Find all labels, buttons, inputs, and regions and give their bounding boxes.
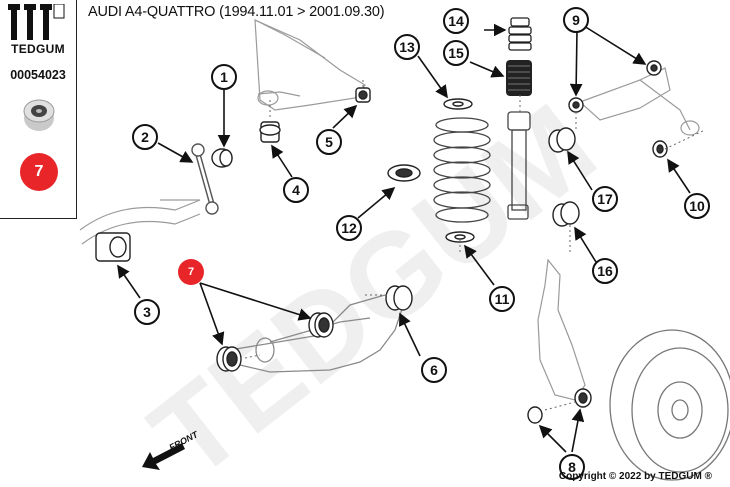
bushing-icon — [23, 99, 55, 131]
callout-1[interactable]: 1 — [211, 64, 237, 90]
lower-arm-sketch — [228, 294, 406, 373]
callout-3[interactable]: 3 — [134, 299, 160, 325]
callout-16[interactable]: 16 — [592, 258, 618, 284]
callout-13[interactable]: 13 — [394, 34, 420, 60]
callout-10[interactable]: 10 — [684, 193, 710, 219]
brand-name: TEDGUM — [11, 42, 65, 56]
callout-9[interactable]: 9 — [563, 7, 589, 33]
upper-arm-sketch — [254, 19, 366, 111]
callout-5[interactable]: 5 — [316, 129, 342, 155]
callout-6[interactable]: 6 — [421, 357, 447, 383]
dust-boot-drawing — [506, 60, 532, 96]
callout-14[interactable]: 14 — [443, 8, 469, 34]
steering-knuckle-sketch — [537, 258, 586, 401]
part-number: 00054023 — [10, 68, 66, 82]
leader-lines — [117, 23, 691, 453]
front-arrow-icon — [142, 443, 185, 470]
tedgum-logo-icon — [8, 4, 65, 40]
callout-8[interactable]: 8 — [559, 454, 585, 480]
highlight-badge: 7 — [20, 153, 58, 191]
shock-absorber-drawing — [507, 111, 531, 220]
callout-11[interactable]: 11 — [489, 286, 515, 312]
spring-seat-washers — [443, 98, 475, 243]
bushing-parts — [95, 60, 668, 424]
coil-spring-drawing — [433, 117, 491, 223]
callout-7[interactable]: 7 — [178, 259, 204, 285]
guide-lines — [239, 80, 706, 411]
stabilizer-link-drawing — [191, 143, 219, 215]
callout-15[interactable]: 15 — [443, 40, 469, 66]
vehicle-title: AUDI A4-QUATTRO (1994.11.01 > 2001.09.30… — [88, 4, 385, 20]
bump-stop-drawing — [508, 17, 532, 51]
callout-4[interactable]: 4 — [283, 177, 309, 203]
callout-2[interactable]: 2 — [132, 124, 158, 150]
stabilizer-bar-sketch — [79, 199, 201, 245]
callout-17[interactable]: 17 — [592, 186, 618, 212]
strut-bearing-drawing — [387, 164, 421, 182]
upper-right-arm-sketch — [578, 67, 700, 136]
copyright-text: Copyright © 2022 by TEDGUM ® — [558, 471, 712, 482]
callout-12[interactable]: 12 — [336, 215, 362, 241]
part-info-panel: TEDGUM 00054023 7 — [0, 0, 77, 219]
wheel-hub-sketch — [609, 329, 730, 481]
